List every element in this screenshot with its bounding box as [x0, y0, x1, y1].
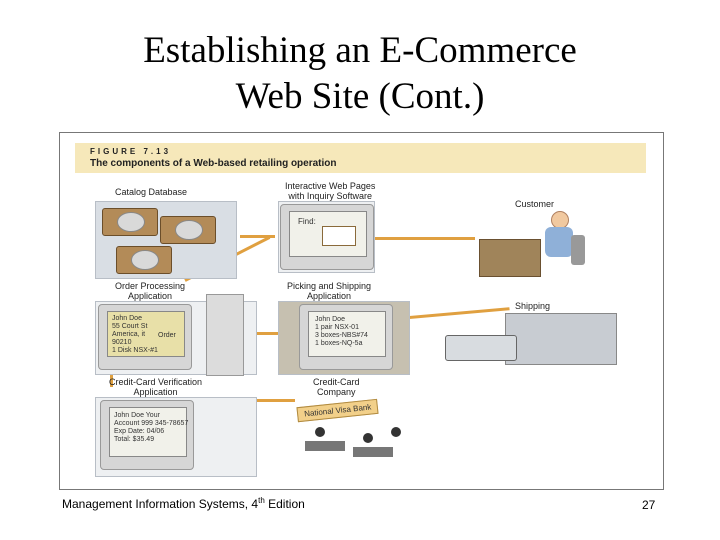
figure: FIGURE 7.13 The components of a Web-base…	[59, 132, 664, 490]
arrow-web-to-customer	[375, 237, 475, 240]
monitor-icon: Find:	[280, 204, 374, 270]
computer-tower-icon	[206, 294, 244, 376]
order-processing-box: John Doe 55 Court St America, it 90210 1…	[95, 294, 257, 376]
figure-number: FIGURE 7.13	[90, 147, 172, 156]
chair-icon	[571, 235, 585, 265]
arrow-credit-to-company	[255, 399, 295, 402]
arrow-catalog-to-web	[240, 235, 275, 238]
monitor-icon: John Doe 55 Court St America, it 90210 1…	[98, 304, 192, 370]
customer-label: Customer	[515, 199, 555, 209]
search-field-icon	[322, 226, 356, 246]
credit-verification-label: Credit-Card Verification Application	[109, 377, 203, 397]
monitor-icon: John Doe Your Account 999 345-78657 Exp …	[100, 400, 194, 470]
footer-text: Management Information Systems, 4th Edit…	[62, 496, 305, 511]
order-tag-text: Order	[158, 332, 176, 339]
customer-illustration	[475, 211, 615, 277]
picking-shipping-box: John Doe 1 pair NSX-01 3 boxes-NBS#74 1 …	[278, 301, 410, 375]
shipping-label: Shipping	[515, 301, 551, 311]
catalog-database-box	[95, 201, 237, 279]
truck-icon	[445, 335, 517, 361]
bank-sign: National Visa Bank	[296, 398, 380, 423]
interactive-web-pages-box: Find:	[278, 201, 375, 273]
hard-disk-icon	[116, 246, 172, 274]
credit-card-company-label: Credit-Card Company	[313, 377, 360, 397]
slide-title-line2: Web Site (Cont.)	[235, 76, 485, 117]
catalog-database-label: Catalog Database	[115, 187, 188, 197]
interactive-web-pages-label: Interactive Web Pages with Inquiry Softw…	[285, 181, 376, 201]
hard-disk-icon	[102, 208, 158, 236]
diagram-panel: Catalog Database Interactive Web Pages w…	[75, 177, 646, 481]
warehouse-icon	[505, 313, 617, 365]
office-workers-icon	[305, 423, 425, 477]
person-body-icon	[545, 227, 573, 257]
arrow-order-to-picking	[255, 332, 280, 335]
hard-disk-icon	[160, 216, 216, 244]
order-screen-text: John Doe 55 Court St America, it 90210 1…	[112, 315, 158, 354]
page-number: 27	[642, 498, 656, 512]
credit-verification-box: John Doe Your Account 999 345-78657 Exp …	[95, 397, 257, 477]
picking-shipping-label: Picking and Shipping Application	[287, 281, 372, 301]
slide-title-line1: Establishing an E-Commerce	[143, 30, 577, 71]
figure-header: FIGURE 7.13 The components of a Web-base…	[75, 143, 646, 173]
figure-caption: The components of a Web-based retailing …	[90, 158, 337, 169]
find-text: Find:	[298, 217, 316, 226]
desk-icon	[479, 239, 541, 277]
slide-title: Establishing an E-Commerce Web Site (Con…	[0, 28, 720, 120]
picking-screen-text: John Doe 1 pair NSX-01 3 boxes-NBS#74 1 …	[315, 316, 368, 347]
monitor-icon: John Doe 1 pair NSX-01 3 boxes-NBS#74 1 …	[299, 304, 393, 370]
order-processing-label: Order Processing Application	[115, 281, 186, 301]
credit-screen-text: John Doe Your Account 999 345-78657 Exp …	[114, 412, 189, 443]
